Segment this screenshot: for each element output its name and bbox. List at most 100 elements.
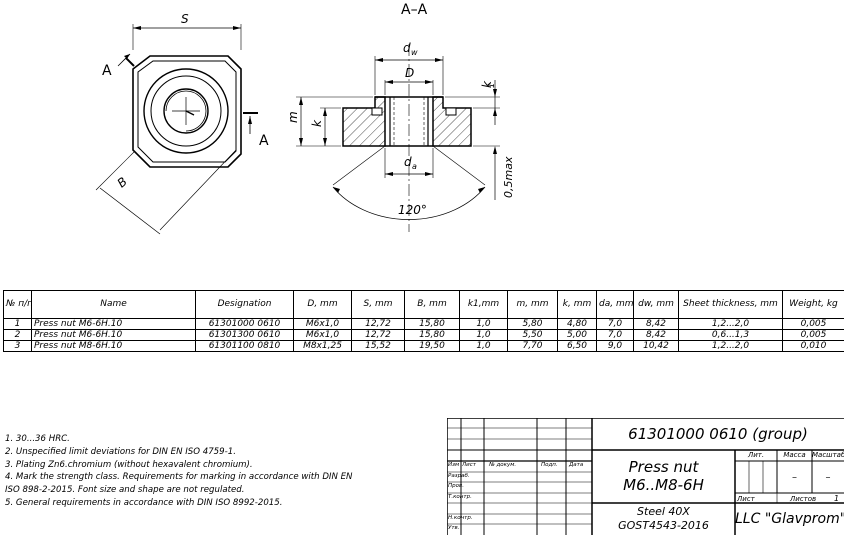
tb-company: LLC "Glavprom" (735, 511, 844, 527)
table-cell: 1,0 (459, 340, 508, 352)
table-cell: 6,50 (557, 340, 597, 352)
table-cell: 1,2...2,0 (678, 340, 783, 352)
table-cell: 3 (3, 340, 32, 352)
tb-row-label: Пров. (448, 483, 464, 489)
table-cell: 10,42 (633, 340, 679, 352)
tb-designation: 61301000 0610 (group) (628, 425, 808, 443)
table-cell: 5,80 (507, 318, 558, 330)
table-cell: M6x1,0 (293, 318, 352, 330)
nut-outline (132, 55, 242, 168)
tb-row-label: Разраб. (448, 473, 470, 479)
table-cell: 12,72 (351, 318, 405, 330)
table-cell: 15,52 (351, 340, 405, 352)
table-cell: 0,005 (782, 329, 844, 341)
dim-a-right-label: A (259, 133, 269, 149)
table-cell: 1,0 (459, 318, 508, 330)
table-row: 2 Press nut M6-6H.10 61301300 0610 M6x1,… (3, 329, 844, 341)
col-header: Weight, kg (782, 290, 844, 319)
table-cell: 1,0 (459, 329, 508, 341)
col-header: dw, mm (633, 290, 679, 319)
tb-lit: Лит. (747, 451, 765, 459)
col-header: k1,mm (459, 290, 508, 319)
table-cell: M8x1,25 (293, 340, 352, 352)
table-cell: 0,010 (782, 340, 844, 352)
table-cell: 9,0 (596, 340, 634, 352)
table-cell: M6x1,0 (293, 329, 352, 341)
table-cell: 61301000 0610 (195, 318, 294, 330)
technical-drawing: A–A S A A B d w D k 1 m k d a 0,5max 120… (95, 2, 515, 235)
table-cell: 7,0 (596, 318, 634, 330)
note-line: 1. 30...36 HRC. (5, 434, 70, 444)
tb-massa-value: – (792, 472, 797, 483)
dim-s-label: S (181, 12, 189, 26)
table-cell: 8,42 (633, 329, 679, 341)
section-view (296, 44, 500, 232)
col-header: Designation (195, 290, 294, 319)
tb-list: Лист (737, 495, 755, 503)
table-row: 3 Press nut M8-6H.10 61301100 0810 M8x1,… (3, 340, 844, 352)
dim-k1-label: k (480, 80, 494, 88)
tb-masshtab: Масштаб (812, 451, 844, 459)
col-header: № п/п (3, 290, 32, 319)
table-header-row: № п/п Name Designation D, mm S, mm B, mm… (3, 290, 844, 319)
table-cell: Press nut M8-6H.10 (31, 340, 196, 352)
tb-material-line1: Steel 40X (637, 505, 690, 518)
table-cell: 0,6...1,3 (678, 329, 783, 341)
tb-col-header: Дата (569, 462, 584, 468)
table-cell: 0,005 (782, 318, 844, 330)
note-line: ISO 898-2-2015. Font size and shape are … (5, 485, 245, 496)
dim-a-left-label: A (102, 63, 112, 79)
table-cell: 15,80 (404, 318, 460, 330)
note-line: 4. Mark the strength class. Requirements… (5, 472, 353, 483)
dim-k-label: k (310, 119, 324, 127)
tb-material-line2: GOST4543-2016 (618, 519, 709, 532)
col-header: k, mm (557, 290, 597, 319)
table-cell: 8,42 (633, 318, 679, 330)
tb-part-name-line1: Press nut (628, 458, 699, 476)
tb-massa: Масса (783, 451, 806, 459)
tb-col-header: Подп. (541, 462, 558, 468)
table-cell: 61301100 0810 (195, 340, 294, 352)
tb-col-header: Лист (462, 462, 476, 468)
dim-dw-label: d (403, 41, 411, 55)
technical-notes: 1. 30...36 HRC. 2. Unspecified limit dev… (5, 433, 445, 510)
table-cell: 1 (3, 318, 32, 330)
note-line: 2. Unspecified limit deviations for DIN … (5, 446, 236, 457)
tb-row-label: Т.контр. (448, 494, 472, 500)
note-line: 3. Plating Zn6.chromium (without hexaval… (5, 459, 253, 470)
col-header: da, mm (596, 290, 634, 319)
top-view (95, 24, 258, 235)
table-cell: 12,72 (351, 329, 405, 341)
table-cell: 2 (3, 329, 32, 341)
tb-col-header: Изм (448, 462, 460, 468)
dim-da-sub: a (412, 162, 417, 171)
table-cell: 1,2...2,0 (678, 318, 783, 330)
table-cell: 7,0 (596, 329, 634, 341)
col-header: Name (31, 290, 196, 319)
tb-row-label: Утв. (448, 525, 460, 531)
note-line: 5. General requirements in accordance wi… (5, 497, 283, 508)
dim-angle-label: 120° (398, 203, 427, 217)
table-cell: Press nut M6-6H.10 (31, 318, 196, 330)
section-label: A–A (401, 2, 428, 18)
specification-table: № п/п Name Designation D, mm S, mm B, mm… (3, 290, 844, 352)
table-cell: 4,80 (557, 318, 597, 330)
tb-part-name: Press nut M6..M8-6H (592, 458, 735, 494)
tb-part-name-line2: M6..M8-6H (623, 476, 704, 494)
table-row: 1 Press nut M6-6H.10 61301000 0610 M6x1,… (3, 318, 844, 330)
dim-b-label: B (115, 174, 130, 190)
table-cell: 7,70 (507, 340, 558, 352)
tb-listov: Листов (790, 495, 817, 503)
table-cell: Press nut M6-6H.10 (31, 329, 196, 341)
tb-material: Steel 40X GOST4543-2016 (592, 505, 735, 533)
table-cell: 5,50 (507, 329, 558, 341)
table-cell: 19,50 (404, 340, 460, 352)
tb-col-header: № докум. (489, 462, 517, 468)
tb-masshtab-value: – (825, 472, 831, 483)
col-header: Sheet thickness, mm (678, 290, 783, 319)
col-header: D, mm (293, 290, 352, 319)
title-block-frame (447, 418, 844, 535)
outer-circle (143, 68, 229, 154)
table-cell: 61301300 0610 (195, 329, 294, 341)
tb-row-label: Н.контр. (448, 515, 473, 521)
